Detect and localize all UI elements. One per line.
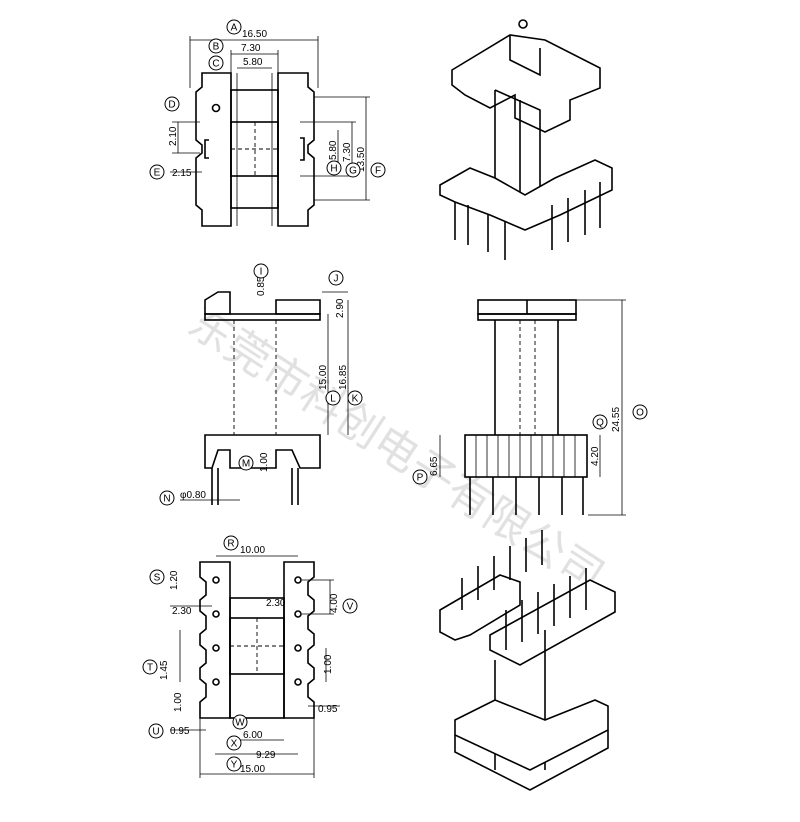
callout-c: C [208, 55, 224, 71]
callout-y-label: Y [231, 760, 238, 771]
callout-g: G [345, 162, 361, 178]
callout-e-label: E [154, 168, 161, 179]
dim-D-value: 2.10 [168, 126, 179, 146]
callout-h-label: H [330, 164, 337, 175]
dim-B-value: 7.30 [241, 43, 261, 54]
callout-r: R [223, 535, 239, 551]
callout-o: O [632, 404, 648, 420]
dim-E-value: 2.15 [172, 168, 192, 179]
callout-a: A [226, 19, 242, 35]
iso-view-top [439, 19, 613, 260]
dim-P-value: 6.65 [429, 456, 440, 476]
callout-d: D [164, 96, 180, 112]
dim-F-value: 13.50 [356, 147, 367, 172]
callout-f-label: F [375, 166, 381, 177]
iso-view-bottom [439, 530, 616, 791]
callout-x: X [226, 735, 242, 751]
callout-j: J [328, 270, 344, 286]
callout-d-label: D [168, 100, 175, 111]
callout-w: W [232, 714, 248, 730]
dim-I-value: 0.85 [256, 276, 267, 296]
callout-b-label: B [213, 42, 220, 53]
callout-y: Y [226, 756, 242, 772]
dim-S2-value: 2.30 [172, 606, 192, 617]
callout-i-label: I [260, 267, 263, 278]
callout-q-label: Q [596, 418, 604, 429]
callout-w-label: W [235, 718, 245, 729]
side-view: 0.85 2.90 16.85 15.00 1.00 φ0.80 [180, 276, 349, 505]
callout-n: N [159, 490, 175, 506]
callout-r-label: R [227, 539, 234, 550]
callout-x-label: X [231, 739, 238, 750]
dim-V4-value: 0.95 [318, 704, 338, 715]
dim-V2-value: 2.30 [266, 598, 286, 609]
callout-t-label: T [147, 663, 153, 674]
dim-N-value: φ0.80 [180, 490, 206, 501]
callout-h: H [326, 160, 342, 176]
callout-v: V [342, 598, 358, 614]
callout-s-label: S [154, 573, 161, 584]
dim-H-value: 5.80 [328, 140, 339, 160]
callout-p-label: P [417, 473, 424, 484]
callout-u: U [148, 723, 164, 739]
callout-g-label: G [349, 166, 357, 177]
callout-m-label: M [242, 459, 250, 470]
front-view-pins [469, 477, 584, 515]
dim-Y-value: 15.00 [240, 764, 265, 775]
dim-L-value: 15.00 [318, 365, 329, 390]
bottom-view-holes [212, 576, 302, 686]
callout-m: M [238, 455, 254, 471]
callout-f: F [370, 162, 386, 178]
dim-U-value: 0.95 [170, 726, 190, 737]
dim-S-value: 1.20 [169, 570, 180, 590]
dim-O-value: 24.55 [611, 407, 622, 432]
callout-q: Q [592, 414, 608, 430]
front-view: 24.55 6.65 4.20 [429, 299, 626, 516]
callout-i: I [253, 263, 269, 279]
callout-v-label: V [347, 602, 354, 613]
callout-o-label: O [636, 408, 644, 419]
dim-M-value: 1.00 [259, 452, 270, 472]
callout-u-label: U [152, 727, 159, 738]
front-view-ribs [475, 435, 576, 477]
callout-k: K [347, 390, 363, 406]
dim-V3-value: 1.00 [323, 654, 334, 674]
callout-a-label: A [231, 23, 238, 34]
dim-Q-value: 4.20 [590, 446, 601, 466]
dim-W-value: 6.00 [243, 730, 263, 741]
top-view: 16.50 7.30 5.80 2.10 2.15 13.50 7.30 5.8… [168, 29, 370, 227]
dim-K-value: 16.85 [338, 365, 349, 390]
dim-J-value: 2.90 [335, 298, 346, 318]
callout-k-label: K [352, 394, 359, 405]
callout-t: T [142, 659, 158, 675]
callout-p: P [412, 469, 428, 485]
dim-T-value: 1.45 [159, 660, 170, 680]
dim-C-value: 5.80 [243, 57, 263, 68]
dim-R-value: 10.00 [240, 545, 265, 556]
dim-V-value: 4.00 [329, 593, 340, 613]
bottom-view: 10.00 1.20 2.30 1.45 1.00 0.95 4.00 2.30… [159, 545, 340, 778]
callout-j-label: J [334, 274, 339, 285]
callout-s: S [149, 569, 165, 585]
callout-layer: ABC D E F G H I J K L M N O P Q R S T U V WXY [142, 19, 648, 772]
callout-b: B [208, 38, 224, 54]
iso-bottom-pins [461, 530, 587, 650]
callout-l-label: L [330, 394, 336, 405]
dim-X-value: 9.29 [256, 750, 276, 761]
callout-l: L [325, 390, 341, 406]
callout-e: E [149, 164, 165, 180]
dim-G-value: 7.30 [342, 142, 353, 162]
dim-T2-value: 1.00 [173, 692, 184, 712]
callout-c-label: C [212, 59, 219, 70]
dim-A-value: 16.50 [242, 29, 267, 40]
callout-n-label: N [163, 494, 170, 505]
